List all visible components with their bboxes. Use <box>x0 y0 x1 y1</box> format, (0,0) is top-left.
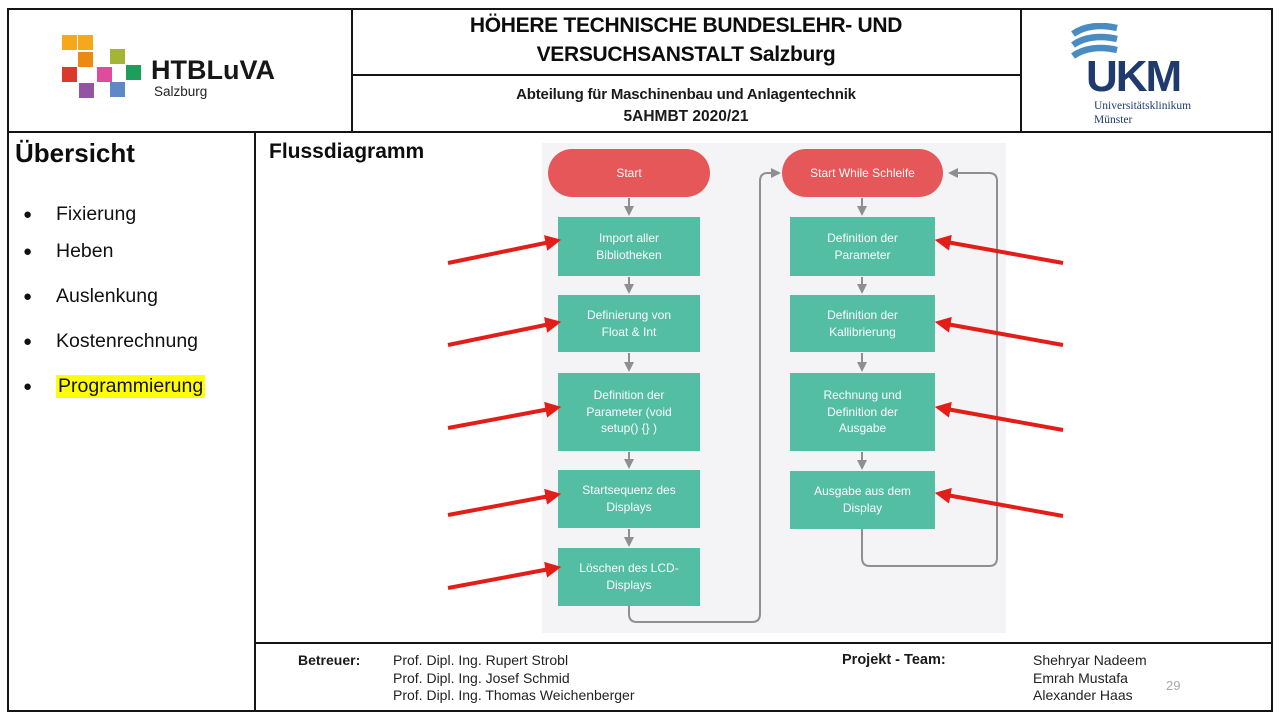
flow-node-startsequenz-display: Startsequenz des Displays <box>558 470 700 528</box>
sidebar-item-label: Heben <box>56 240 114 262</box>
flow-node-start: Start <box>548 149 710 197</box>
slide-border <box>7 8 1273 712</box>
logo-square <box>79 83 94 98</box>
flow-node-definition-kallibrierung: Definition der Kallibrierung <box>790 295 935 352</box>
ukm-subtitle-line2: Münster <box>1094 114 1133 126</box>
logo-square <box>62 67 77 82</box>
bullet-icon: ● <box>23 333 33 350</box>
ukm-subtitle-line1: Universitätsklinikum <box>1094 100 1192 112</box>
bullet-icon: ● <box>23 288 33 305</box>
header-divider-left <box>351 10 353 132</box>
htbluva-logo-city: Salzburg <box>154 84 208 99</box>
supervisor-name: Prof. Dipl. Ing. Josef Schmid <box>393 669 570 686</box>
sidebar-item-fixierung: ● Fixierung <box>20 203 250 227</box>
team-list: Shehryar Nadeem Emrah Mustafa Alexander … <box>1033 652 1147 705</box>
flow-node-ausgabe-display: Ausgabe aus dem Display <box>790 471 935 529</box>
school-title-line2: VERSUCHSANSTALT Salzburg <box>536 43 836 66</box>
sidebar-item-programmierung: ● Programmierung <box>20 375 250 399</box>
supervisors-label: Betreuer: <box>298 652 361 668</box>
sidebar-list: ● Fixierung ● Heben ● Auslenkung ● Koste… <box>20 203 250 420</box>
sidebar-item-heben: ● Heben <box>20 240 250 264</box>
logo-square <box>78 52 93 67</box>
ukm-waves-icon <box>1071 23 1118 59</box>
supervisors-list: Prof. Dipl. Ing. Rupert Strobl Prof. Dip… <box>393 652 635 705</box>
sidebar-item-kostenrechnung: ● Kostenrechnung <box>20 330 250 354</box>
logo-square <box>110 82 125 97</box>
flow-node-start-while: Start While Schleife <box>782 149 943 197</box>
flow-node-import-bibliotheken: Import aller Bibliotheken <box>558 217 700 276</box>
logo-square <box>97 67 112 82</box>
flow-node-rechnung-ausgabe: Rechnung und Definition der Ausgabe <box>790 373 935 451</box>
bullet-icon: ● <box>23 206 33 223</box>
page-number: 29 <box>1166 678 1181 693</box>
bullet-icon: ● <box>23 243 33 260</box>
flow-node-definierung-float-int: Definierung von Float & Int <box>558 295 700 352</box>
department-line: Abteilung für Maschinenbau und Anlagente… <box>516 86 856 103</box>
logo-square <box>110 49 125 64</box>
header-bottom-divider <box>9 131 1271 133</box>
sidebar-title: Übersicht <box>15 138 135 168</box>
page-title: Flussdiagramm <box>269 140 425 163</box>
team-member-name: Shehryar Nadeem <box>1033 652 1147 668</box>
sidebar-divider <box>254 133 256 710</box>
flow-node-definition-parameter-setup: Definition der Parameter (void setup() {… <box>558 373 700 451</box>
class-term-line: 5AHMBT 2020/21 <box>623 108 749 125</box>
supervisor-name: Prof. Dipl. Ing. Thomas Weichenberger <box>393 687 635 703</box>
supervisor-name: Prof. Dipl. Ing. Rupert Strobl <box>393 652 569 668</box>
logo-square <box>62 35 77 50</box>
school-title-line1: HÖHERE TECHNISCHE BUNDESLEHR- UND <box>469 14 903 37</box>
header-title-divider <box>352 74 1020 76</box>
team-member-name: Emrah Mustafa <box>1033 669 1128 686</box>
sidebar-item-label: Auslenkung <box>56 285 158 307</box>
htbluva-logo-text: HTBLuVA <box>151 55 275 85</box>
bullet-icon: ● <box>23 378 33 395</box>
header-divider-right <box>1020 10 1022 132</box>
ukm-logo-text: UKM <box>1086 52 1182 101</box>
sidebar-item-auslenkung: ● Auslenkung <box>20 285 250 309</box>
sidebar-item-label: Kostenrechnung <box>56 330 199 352</box>
sidebar-item-label: Fixierung <box>56 203 137 225</box>
logo-square <box>78 35 93 50</box>
sidebar-item-label-highlighted: Programmierung <box>56 375 206 398</box>
flow-node-loeschen-lcd: Löschen des LCD-Displays <box>558 548 700 606</box>
logo-square <box>126 65 141 80</box>
flow-node-definition-parameter: Definition der Parameter <box>790 217 935 276</box>
footer-divider <box>256 642 1271 644</box>
team-label: Projekt - Team: <box>842 652 946 668</box>
team-member-name: Alexander Haas <box>1033 687 1133 703</box>
ukm-logo-subtitle: Universitätsklinikum Münster <box>1094 99 1191 127</box>
